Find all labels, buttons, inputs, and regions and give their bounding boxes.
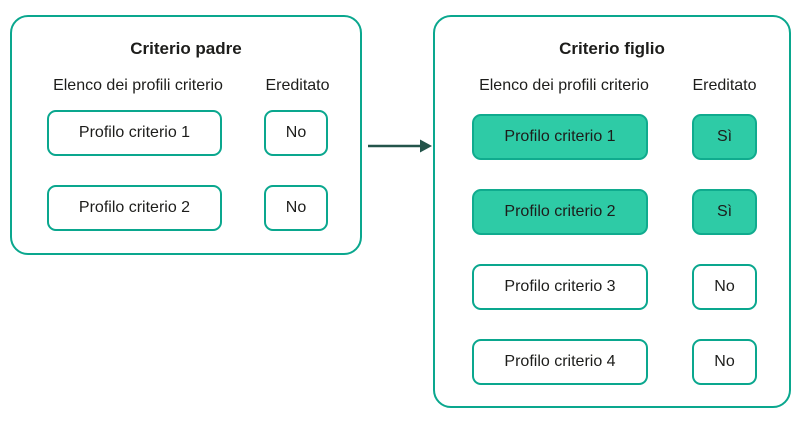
profile-box: Profilo criterio 3	[472, 264, 648, 310]
profile-row: Profilo criterio 1 No	[12, 110, 360, 156]
column-headers: Elenco dei profili criterio Ereditato	[12, 77, 360, 97]
panel-title: Criterio figlio	[559, 39, 665, 58]
profiles-column-header: Elenco dei profili criterio	[53, 77, 223, 94]
column-headers: Elenco dei profili criterio Ereditato	[435, 77, 789, 97]
profile-row: Profilo criterio 2 No	[12, 185, 360, 231]
profile-box: Profilo criterio 2	[47, 185, 222, 231]
inheritance-arrow-icon	[368, 139, 432, 153]
inherited-badge: No	[692, 339, 757, 385]
child-criterion-panel: Criterio figlio Elenco dei profili crite…	[433, 15, 791, 408]
profiles-column-header: Elenco dei profili criterio	[479, 77, 649, 94]
inherited-column-header: Ereditato	[692, 77, 757, 94]
inherited-badge: No	[692, 264, 757, 310]
inherited-badge: Sì	[692, 114, 757, 160]
profile-box: Profilo criterio 1	[47, 110, 222, 156]
parent-criterion-panel: Criterio padre Elenco dei profili criter…	[10, 15, 362, 255]
inherited-badge: Sì	[692, 189, 757, 235]
profile-row: Profilo criterio 4 No	[435, 339, 789, 385]
inherited-badge: No	[264, 185, 328, 231]
panel-title: Criterio padre	[130, 39, 242, 58]
profile-row: Profilo criterio 1 Sì	[435, 114, 789, 160]
profile-box: Profilo criterio 4	[472, 339, 648, 385]
profile-row: Profilo criterio 2 Sì	[435, 189, 789, 235]
profile-row: Profilo criterio 3 No	[435, 264, 789, 310]
profile-box: Profilo criterio 1	[472, 114, 648, 160]
inherited-column-header: Ereditato	[265, 77, 330, 94]
inherited-badge: No	[264, 110, 328, 156]
profile-box: Profilo criterio 2	[472, 189, 648, 235]
